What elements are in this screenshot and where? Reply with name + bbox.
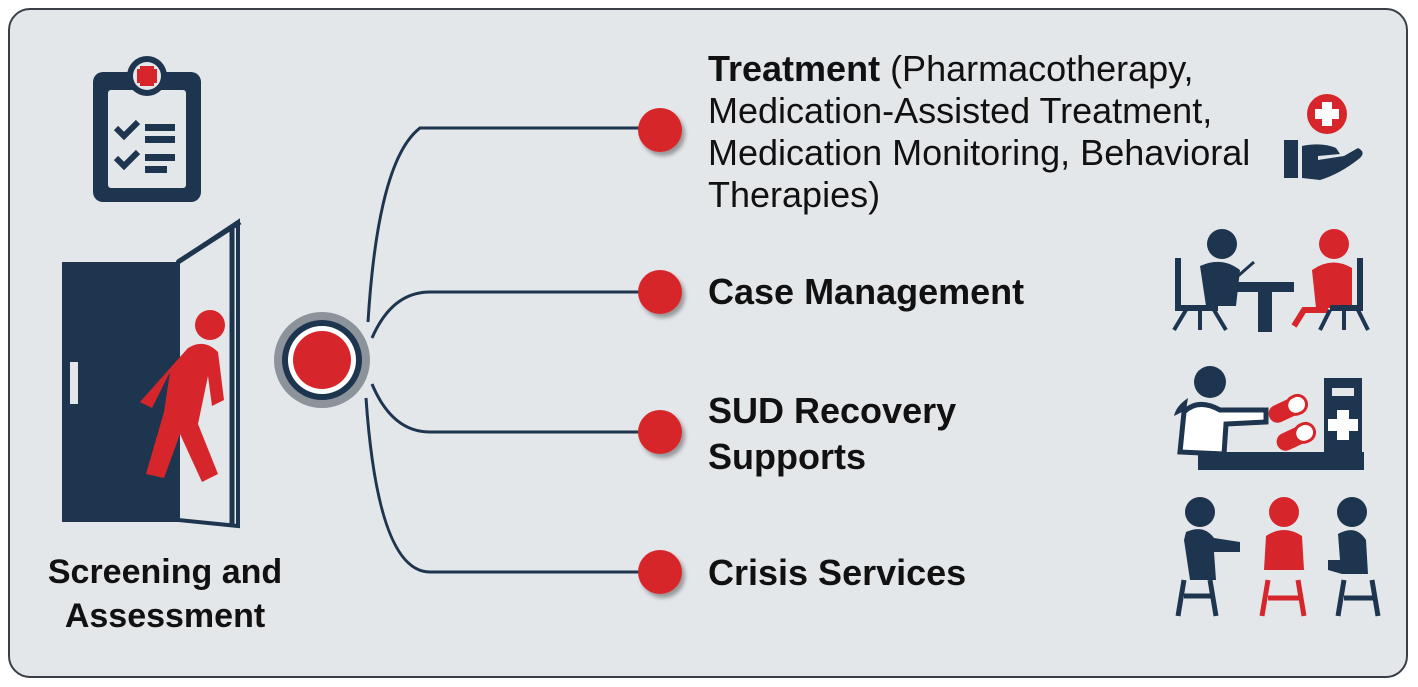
hub-node [274,312,370,408]
branch-connectors [364,126,640,574]
branch-node [638,550,682,594]
treatment-label: Treatment (Pharmacotherapy, Medication-A… [708,48,1268,216]
branch-node [638,108,682,152]
crisis-services-label: Crisis Services [708,552,1128,594]
crisis-services-title: Crisis Services [708,552,967,593]
pharmacist-icon [1174,366,1364,470]
diagram-panel [8,8,1408,678]
branch-node [638,270,682,314]
case-management-label: Case Management [708,271,1128,313]
recovery-supports-label: SUD Recovery Supports [708,388,998,480]
walking-person-icon [140,310,225,482]
recovery-supports-title: SUD Recovery Supports [708,390,957,477]
group-support-icon [1175,497,1381,617]
screening-assessment-label: Screening and Assessment [20,550,310,638]
left-title-line2: Assessment [64,597,266,635]
clipboard-checklist-icon [93,56,201,202]
treatment-title: Treatment [708,48,881,89]
counseling-meeting-icon [1172,229,1370,332]
helping-hand-medical-icon [1284,94,1363,180]
treatment-detail: (Pharmacotherapy, Medication-Assisted Tr… [708,48,1251,215]
branch-node [638,410,682,454]
case-management-title: Case Management [708,271,1025,312]
left-title-line1: Screening and [47,553,283,591]
